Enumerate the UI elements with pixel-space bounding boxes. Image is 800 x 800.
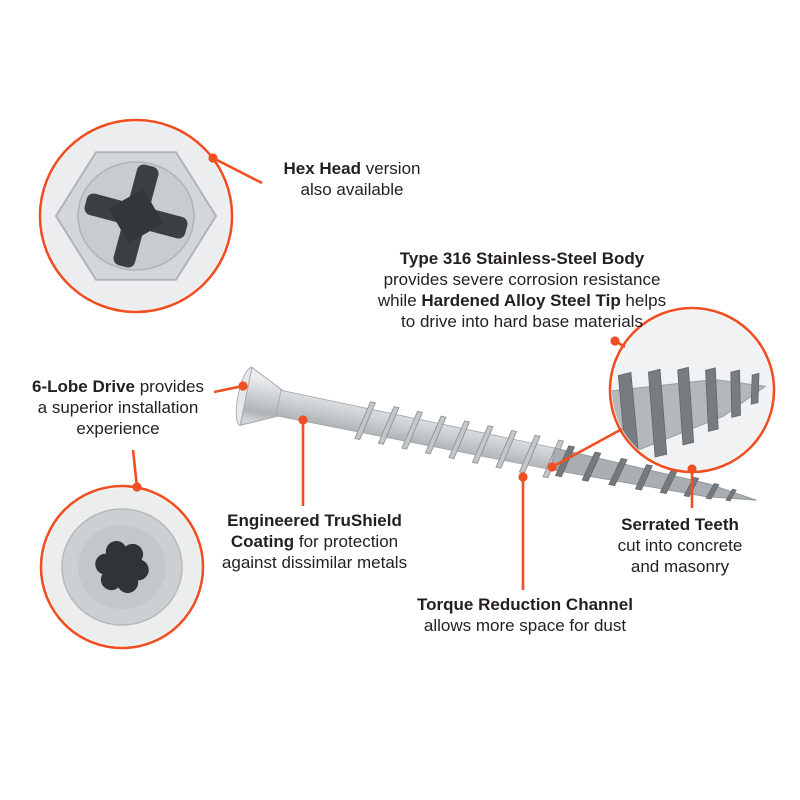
- callout-torque-line1: Torque Reduction Channel: [400, 594, 650, 615]
- callout-hex-head: Hex Head version also available: [252, 158, 452, 200]
- screw-illustration: [235, 366, 757, 502]
- serrated-bold: Serrated Teeth: [621, 515, 739, 534]
- callout-body-tip-line2: provides severe corrosion resistance: [383, 270, 661, 289]
- callout-trushield-line2: Coating for protection: [212, 531, 417, 552]
- torque-dot: [518, 472, 528, 482]
- body-tip-dot: [610, 336, 620, 346]
- body-bold: Type 316 Stainless-Steel Body: [399, 249, 645, 268]
- callout-body-tip: Type 316 Stainless-Steel Body provides s…: [372, 248, 672, 332]
- hex-head-bold: Hex Head: [283, 159, 361, 178]
- torque-bold: Torque Reduction Channel: [417, 595, 633, 614]
- six-lobe-bold: 6-Lobe Drive: [32, 377, 135, 396]
- tip-inset-connector-line: [551, 427, 623, 469]
- trushield-dot: [298, 415, 308, 425]
- six-lobe-inset-image: [43, 488, 201, 646]
- callout-body-tip-line4: to drive into hard base materials: [401, 312, 643, 331]
- callout-torque: Torque Reduction Channel allows more spa…: [400, 594, 650, 636]
- trushield-bold1: Engineered TruShield: [227, 511, 402, 530]
- six-lobe-head-connector-line: [213, 384, 244, 394]
- callout-serrated-line2: cut into concrete: [617, 536, 743, 555]
- callout-serrated-line1: Serrated Teeth: [595, 514, 765, 535]
- callout-trushield-line3: against dissimilar metals: [221, 553, 408, 572]
- hex-inset-ring: [38, 118, 234, 314]
- callout-serrated: Serrated Teeth cut into concrete and mas…: [595, 514, 765, 577]
- six-lobe-head-dot: [238, 381, 248, 391]
- callout-serrated-line3: and masonry: [630, 557, 730, 576]
- trushield-rest: for protection: [294, 532, 399, 551]
- callout-dots: [132, 153, 697, 492]
- trushield-bold2: Coating: [230, 532, 295, 551]
- hex-connector-dot: [208, 153, 218, 163]
- tip-post: helps: [620, 291, 667, 310]
- callout-six-lobe-line2: a superior installation: [37, 398, 199, 417]
- six-lobe-inset-connector-line: [131, 449, 139, 488]
- tip-inset-dot: [547, 462, 557, 472]
- callout-hex-head-line2: also available: [300, 180, 404, 199]
- magnified-serrations: [617, 366, 760, 469]
- callout-six-lobe-line3: experience: [76, 419, 160, 438]
- callout-trushield: Engineered TruShield Coating for protect…: [212, 510, 417, 573]
- tip-bold: Hardened Alloy Steel Tip: [421, 291, 621, 310]
- six-lobe-rest: provides: [135, 377, 204, 396]
- hex-head-rest: version: [360, 159, 421, 178]
- serrated-dot: [687, 464, 697, 474]
- torx-recess: [95, 540, 149, 594]
- callout-six-lobe-line1: 6-Lobe Drive provides: [18, 376, 218, 397]
- callout-torque-line2: allows more space for dust: [423, 616, 627, 635]
- combo-drive-recess: [84, 164, 188, 268]
- callout-six-lobe: 6-Lobe Drive provides a superior install…: [18, 376, 218, 439]
- tip-inset-image: [612, 310, 772, 470]
- callout-hex-head-line1: Hex Head version: [252, 158, 452, 179]
- callout-trushield-line1: Engineered TruShield: [212, 510, 417, 531]
- tip-pre: while: [377, 291, 422, 310]
- callout-body-tip-line1: Type 316 Stainless-Steel Body: [372, 248, 672, 269]
- callout-body-tip-line3: while Hardened Alloy Steel Tip helps: [372, 290, 672, 311]
- six-lobe-inset-ring: [39, 484, 205, 650]
- six-lobe-inset-dot: [132, 482, 142, 492]
- magnified-tip: [612, 366, 767, 469]
- hex-head-inset-image: [42, 122, 230, 310]
- hex-connector-line: [212, 156, 263, 185]
